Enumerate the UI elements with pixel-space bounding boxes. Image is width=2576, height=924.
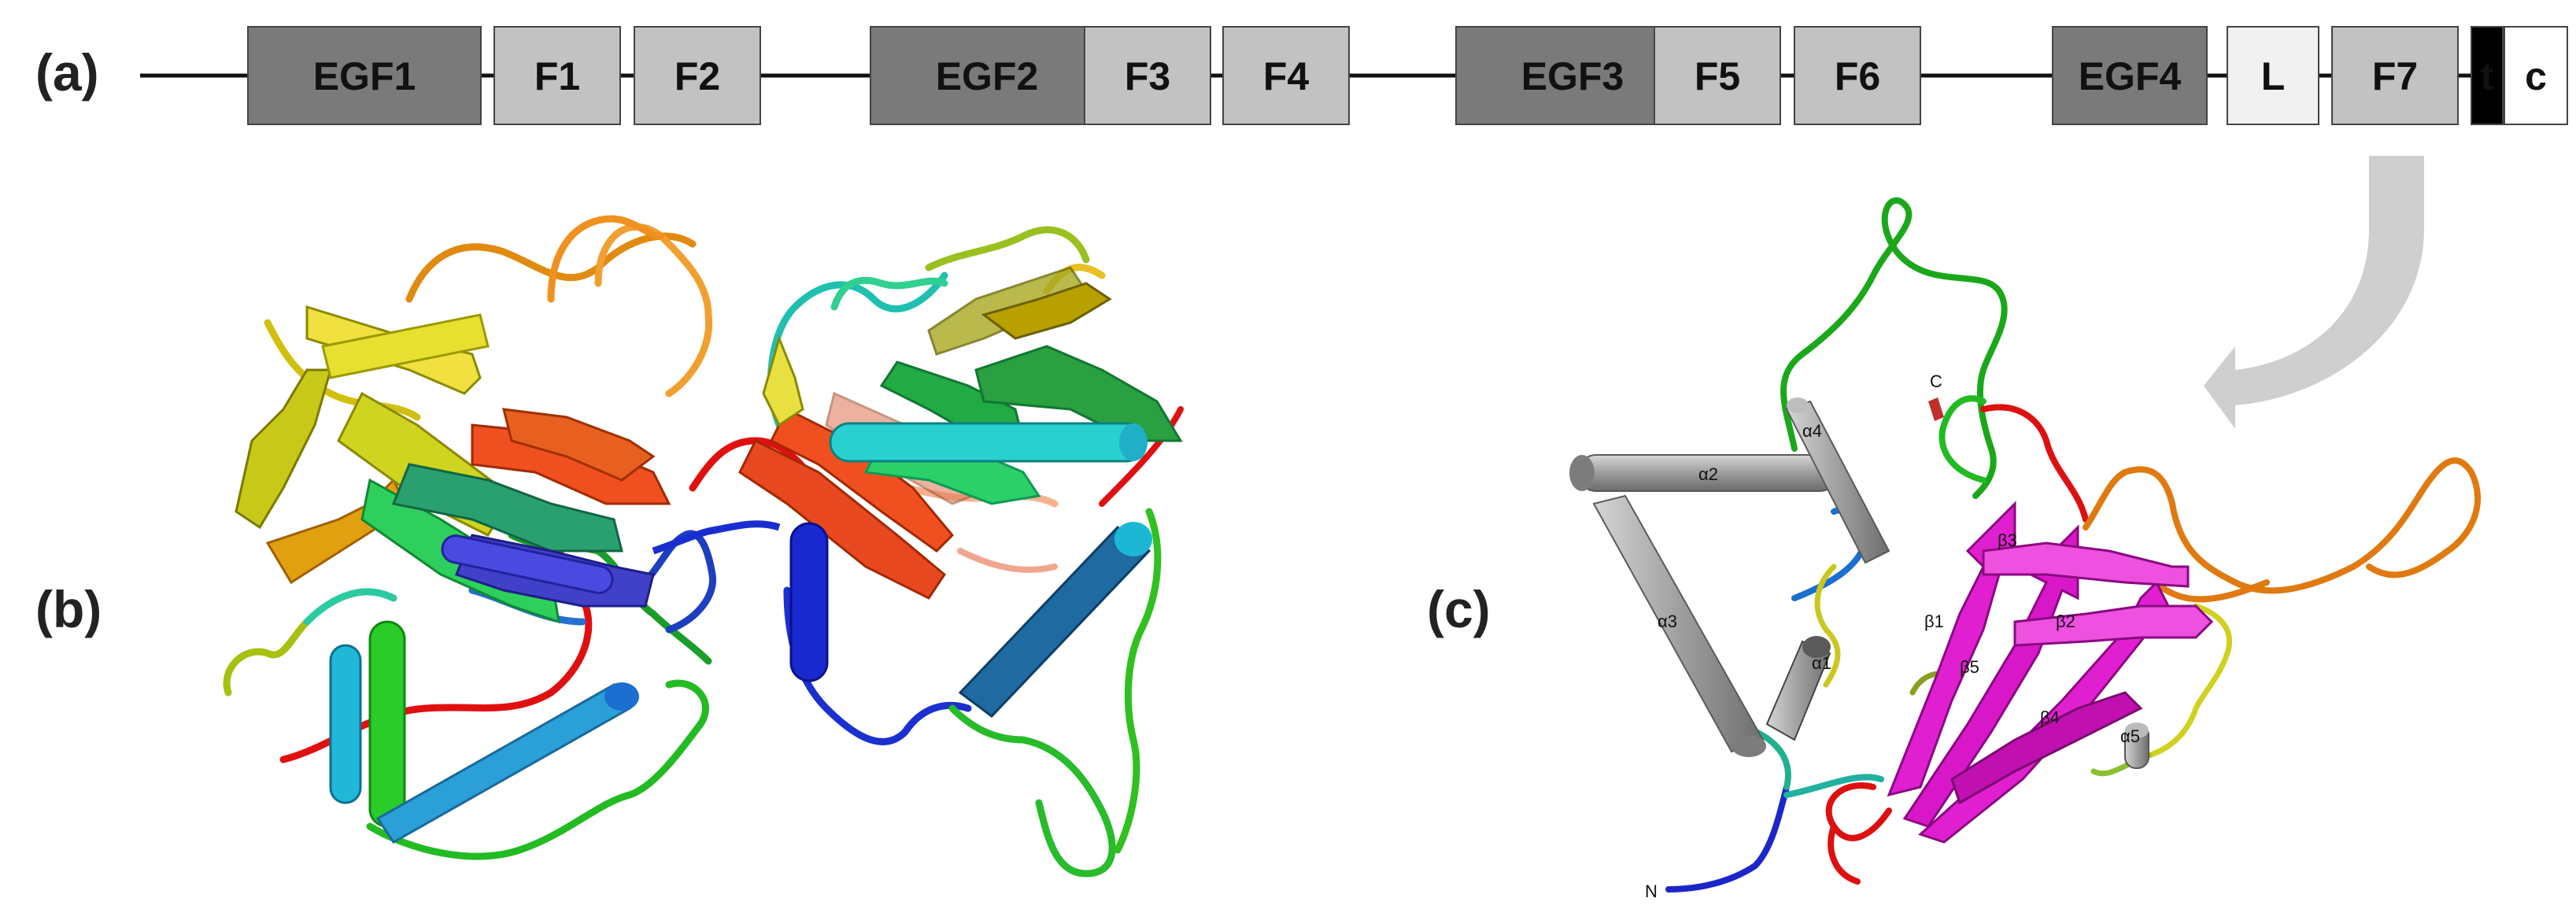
domain-f7: F7 bbox=[2331, 26, 2459, 125]
panel-c-sheets bbox=[1887, 501, 2214, 844]
label-beta1: β1 bbox=[1924, 612, 1944, 631]
panel-c-labels: α2 α3 α4 α1 α5 β3 β1 β2 β5 β4 N C bbox=[1645, 371, 2140, 901]
zoom-arrow bbox=[2204, 156, 2424, 429]
domain-box-f2 bbox=[634, 26, 761, 125]
domain-label-f2: F2 bbox=[674, 54, 720, 98]
label-n-terminus: N bbox=[1645, 881, 1658, 901]
domain-f3: F3 bbox=[1084, 26, 1211, 125]
structure-panel-b: (b) bbox=[35, 215, 1184, 878]
domain-c: c bbox=[2504, 26, 2568, 125]
label-alpha2: α2 bbox=[1698, 464, 1718, 484]
panel-label-b: (b) bbox=[35, 580, 102, 638]
label-alpha5: α5 bbox=[2120, 726, 2140, 746]
domain-box-f6 bbox=[1794, 26, 1921, 125]
domain-label-egf1: EGF1 bbox=[313, 54, 416, 98]
domain-l: L bbox=[2227, 26, 2319, 125]
label-alpha4: α4 bbox=[1802, 421, 1822, 441]
right-lobe-sheets bbox=[738, 266, 1183, 600]
domain-box-t bbox=[2471, 26, 2504, 125]
domain-box-f1 bbox=[493, 26, 621, 125]
domain-box-l bbox=[2227, 26, 2319, 125]
panel-label-a: (a) bbox=[35, 43, 99, 102]
domain-label-c: c bbox=[2525, 54, 2547, 98]
domain-egf1: EGF1 bbox=[247, 26, 482, 125]
domain-label-f5: F5 bbox=[1695, 54, 1740, 98]
domain-label-egf2: EGF2 bbox=[936, 54, 1039, 98]
domain-label-f3: F3 bbox=[1125, 54, 1170, 98]
interdomain-linker bbox=[652, 520, 781, 555]
panel-label-c: (c) bbox=[1427, 580, 1491, 638]
domain-box-f5 bbox=[1654, 26, 1781, 125]
domain-t: t bbox=[2471, 26, 2504, 125]
domain-f2: F2 bbox=[634, 26, 761, 125]
domain-label-l: L bbox=[2261, 54, 2286, 98]
label-beta4: β4 bbox=[2040, 708, 2060, 727]
domain-f6: F6 bbox=[1794, 26, 1921, 125]
domain-label-f6: F6 bbox=[1835, 54, 1880, 98]
domain-label-f1: F1 bbox=[534, 54, 580, 98]
label-beta3: β3 bbox=[1998, 530, 2017, 550]
domain-box-egf2 bbox=[870, 26, 1104, 125]
domain-f5: F5 bbox=[1654, 26, 1781, 125]
domain-egf3: EGF3 bbox=[1455, 26, 1690, 125]
label-beta5: β5 bbox=[1960, 657, 1979, 677]
domain-label-egf4: EGF4 bbox=[2079, 54, 2182, 98]
domain-f1: F1 bbox=[493, 26, 621, 125]
domain-box-f4 bbox=[1222, 26, 1350, 125]
domain-box-egf3 bbox=[1455, 26, 1690, 125]
left-lobe-helices bbox=[321, 313, 639, 844]
domain-egf2: EGF2 bbox=[870, 26, 1104, 125]
domain-box-egf4 bbox=[2052, 26, 2208, 125]
domain-label-f7: F7 bbox=[2372, 54, 2418, 98]
right-lobe-helices bbox=[789, 422, 1152, 718]
label-alpha3: α3 bbox=[1658, 612, 1677, 631]
domain-label-t: t bbox=[2481, 54, 2494, 98]
panel-c-helices bbox=[1569, 397, 2149, 769]
domain-label-egf3: EGF3 bbox=[1521, 54, 1624, 98]
domain-label-f4: F4 bbox=[1263, 54, 1310, 98]
label-c-terminus: C bbox=[1930, 371, 1942, 391]
domain-egf4: EGF4 bbox=[2052, 26, 2208, 125]
domain-box-f3 bbox=[1084, 26, 1211, 125]
label-beta2: β2 bbox=[2056, 612, 2075, 631]
structure-panel-c: (c) bbox=[1427, 197, 2481, 901]
domain-box-f7 bbox=[2331, 26, 2459, 125]
domain-box-egf1 bbox=[247, 26, 482, 125]
domain-f4: F4 bbox=[1222, 26, 1350, 125]
label-alpha1: α1 bbox=[1812, 653, 1831, 673]
domain-box-c bbox=[2504, 26, 2568, 125]
